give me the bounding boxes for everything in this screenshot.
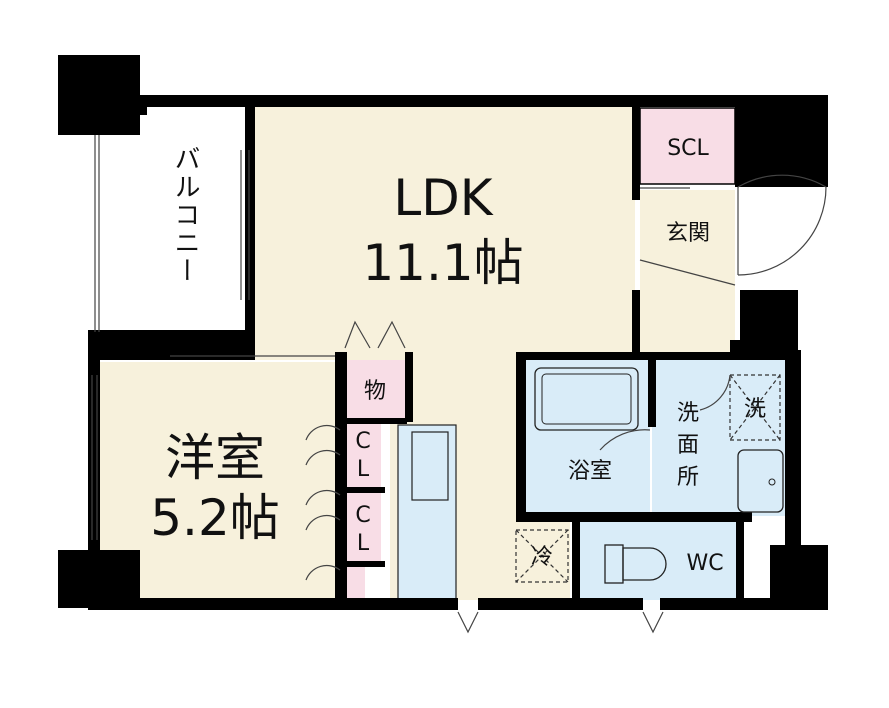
washer-label: 洗 — [744, 397, 766, 422]
cl-lower-box — [345, 566, 365, 600]
toilet-bowl — [622, 547, 667, 581]
wash-basin — [737, 449, 784, 513]
western-room-size-label: 5.2帖 — [150, 489, 280, 547]
wc-label: WC — [686, 551, 723, 576]
balcony-floor — [95, 105, 245, 335]
fridge-diag2 — [515, 529, 569, 583]
cl2-top-label: C — [355, 503, 370, 528]
fridge-label: 冷 — [531, 545, 553, 570]
ldk-label: LDK — [393, 169, 493, 227]
walls — [58, 55, 828, 610]
scl-box — [639, 107, 736, 185]
cl2-bottom-label: L — [357, 531, 370, 556]
bath-label: 浴室 — [568, 459, 612, 484]
washroom-label-2: 面 — [677, 433, 699, 458]
washer-space — [729, 374, 781, 441]
cl1-bottom-label: L — [357, 457, 370, 482]
cl2-box — [345, 492, 381, 562]
bath-floor — [522, 356, 650, 514]
washroom-floor — [652, 356, 787, 516]
entrance-door — [639, 174, 827, 286]
ldk-floor — [250, 105, 635, 360]
cl1-box — [345, 422, 381, 488]
bathtub-inner — [541, 373, 632, 425]
washroom-door — [699, 374, 731, 411]
western-room-label: 洋室 — [165, 429, 265, 487]
cl1-top-label: C — [355, 429, 370, 454]
bathtub — [534, 367, 639, 431]
washroom-label-3: 所 — [677, 465, 699, 490]
scl-label: SCL — [667, 136, 709, 161]
bath-door — [599, 429, 651, 451]
closet-doors — [305, 320, 406, 581]
storage-box — [345, 360, 405, 418]
balcony-railing — [91, 135, 335, 540]
basin-drain — [768, 478, 776, 486]
ldk-size-label: 11.1帖 — [362, 234, 523, 292]
storage-label: 物 — [364, 379, 386, 404]
balcony-label: バルコニー — [170, 145, 200, 285]
entrance-label: 玄関 — [666, 221, 710, 246]
fridge-space — [515, 529, 569, 583]
bottom-door-marks — [457, 611, 664, 634]
kitchen-sink — [411, 431, 449, 501]
washroom-label-1: 洗 — [677, 401, 699, 426]
